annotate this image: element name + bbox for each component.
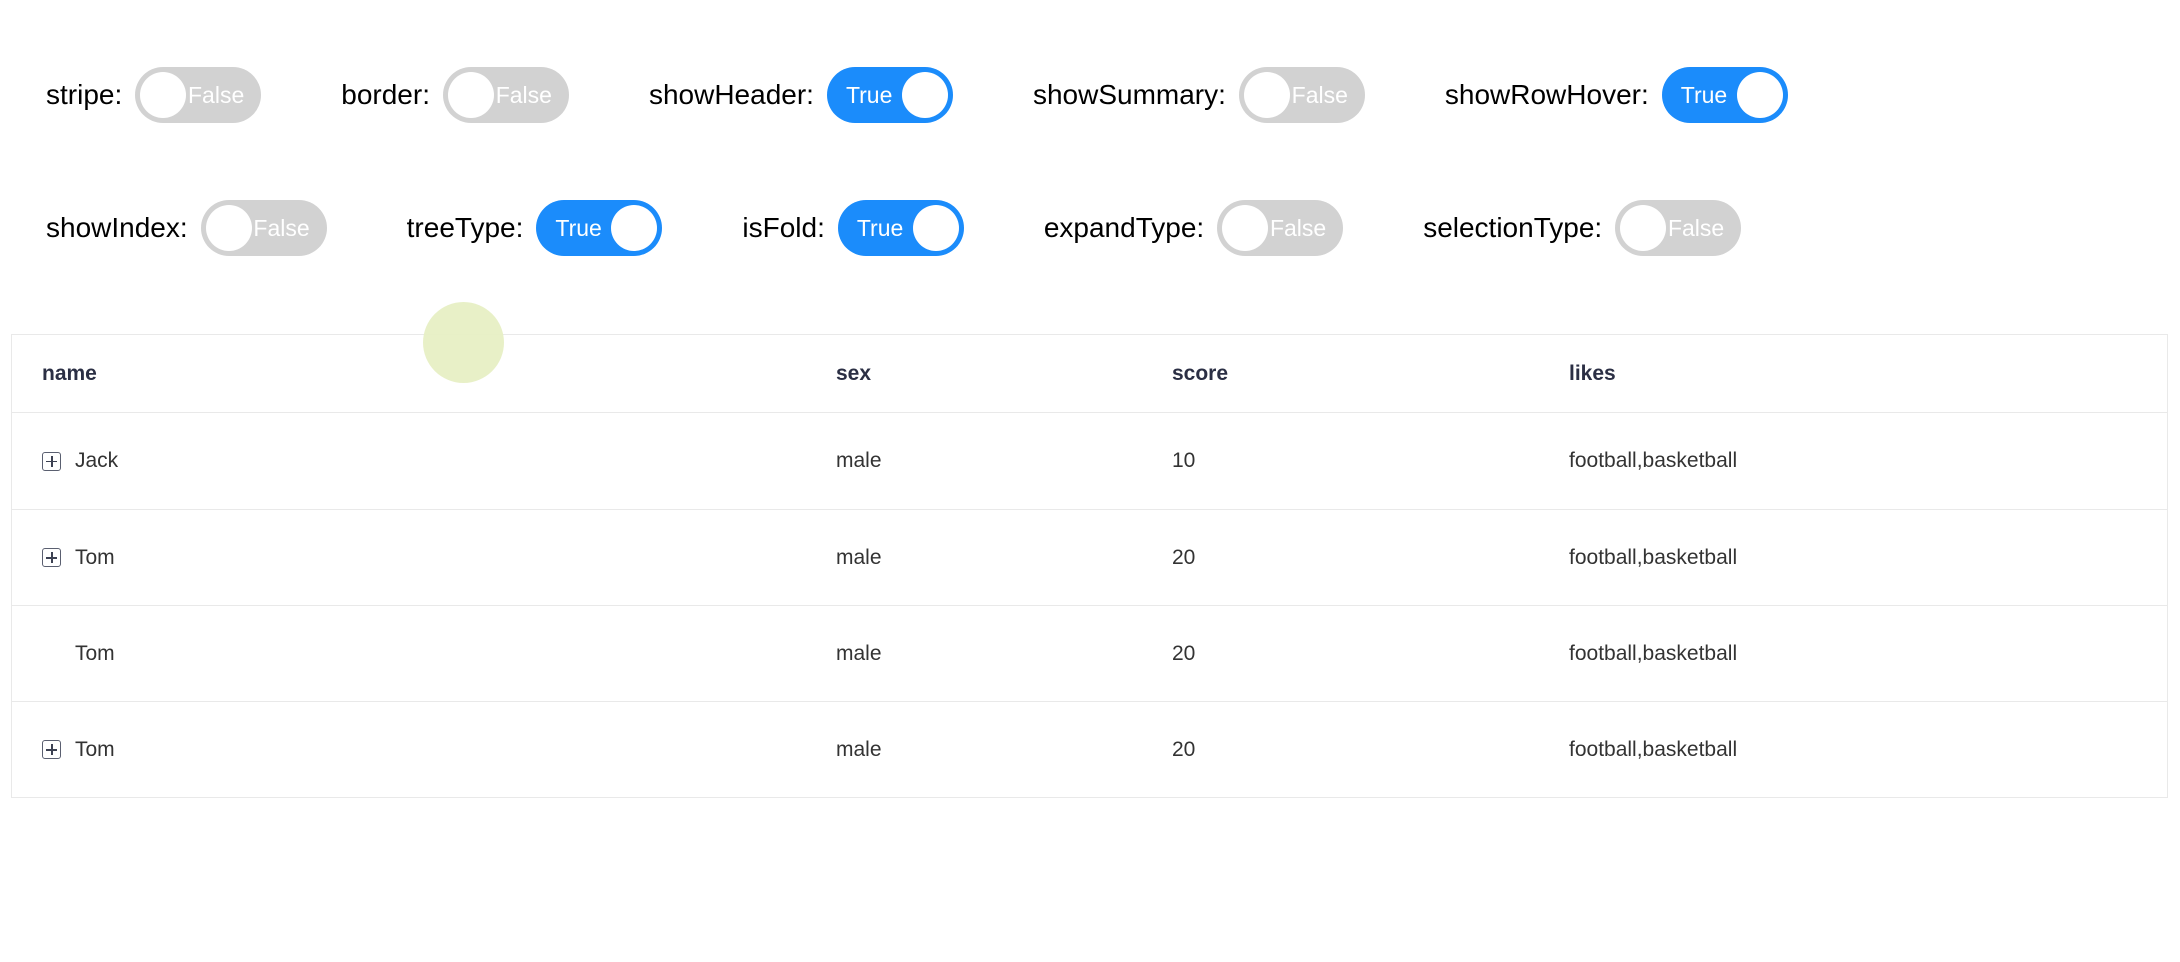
show-index-toggle[interactable]: False — [200, 200, 327, 256]
toggle-knob — [912, 205, 959, 251]
is-fold-label: isFold: — [742, 212, 825, 243]
table-header-row: name sex score likes — [12, 335, 2167, 413]
name-value: Tom — [75, 641, 115, 665]
toggle-value-label: True — [1680, 82, 1728, 108]
stripe-toggle[interactable]: False — [135, 67, 262, 123]
toggle-knob — [1736, 72, 1783, 118]
toggle-knob — [901, 72, 948, 118]
stripe-label: stripe: — [46, 79, 123, 110]
sex-cell: male — [836, 545, 882, 569]
table-row[interactable]: Tom male 20 football,basketball — [12, 701, 2167, 797]
expand-type-toggle[interactable]: False — [1217, 200, 1344, 256]
show-index-label: showIndex: — [46, 212, 188, 243]
sex-cell: male — [836, 641, 882, 665]
control-show-header: showHeader: True — [649, 67, 953, 123]
control-show-row-hover: showRowHover: True — [1445, 67, 1788, 123]
sex-cell: male — [836, 449, 882, 472]
score-cell: 10 — [1172, 449, 1196, 472]
control-is-fold: isFold: True — [742, 200, 964, 256]
controls-row-2: showIndex: False treeType: True isFold: … — [46, 200, 1742, 256]
toggle-knob — [447, 72, 494, 118]
column-header-name[interactable]: name — [42, 361, 97, 385]
name-cell: Tom — [12, 546, 836, 570]
toggle-value-label: False — [1269, 215, 1327, 241]
sex-cell: male — [836, 737, 882, 761]
toggle-value-label: False — [495, 82, 552, 108]
name-value: Tom — [75, 545, 115, 569]
expand-plus-icon[interactable] — [42, 548, 61, 567]
toggle-value-label: False — [1291, 82, 1348, 108]
show-header-toggle[interactable]: True — [826, 67, 953, 123]
likes-cell: football,basketball — [1569, 737, 1738, 761]
expand-plus-icon[interactable] — [42, 451, 61, 471]
score-cell: 20 — [1172, 641, 1196, 665]
column-header-score[interactable]: score — [1172, 361, 1229, 385]
show-summary-toggle[interactable]: False — [1238, 67, 1365, 123]
toggle-knob — [205, 205, 252, 251]
name-value: Tom — [75, 737, 115, 761]
show-row-hover-label: showRowHover: — [1444, 79, 1649, 110]
table-row[interactable]: Tom male 20 football,basketball — [12, 605, 2167, 701]
border-label: border: — [341, 79, 430, 110]
name-cell: Tom — [12, 738, 836, 762]
toggle-value-label: True — [856, 215, 904, 241]
show-row-hover-toggle[interactable]: True — [1661, 67, 1788, 123]
toggle-value-label: False — [188, 82, 245, 108]
table-row[interactable]: Tom male 20 football,basketball — [12, 509, 2167, 605]
name-cell: Tom — [12, 642, 836, 666]
toggle-knob — [1222, 205, 1269, 251]
likes-cell: football,basketball — [1569, 641, 1738, 665]
selection-type-label: selectionType: — [1423, 212, 1603, 243]
score-cell: 20 — [1172, 737, 1196, 761]
data-table: name sex score likes Jack male 10 footba… — [11, 334, 2168, 798]
is-fold-toggle[interactable]: True — [837, 200, 964, 256]
toggle-value-label: True — [845, 82, 893, 108]
name-value: Jack — [75, 449, 119, 472]
toggle-knob — [140, 72, 187, 118]
likes-cell: football,basketball — [1569, 449, 1738, 472]
name-cell: Jack — [12, 449, 836, 473]
toggle-value-label: True — [555, 215, 602, 241]
show-header-label: showHeader: — [648, 79, 814, 110]
expand-plus-icon[interactable] — [42, 740, 61, 759]
toggle-knob — [1243, 72, 1290, 118]
toggle-knob — [1620, 205, 1667, 251]
column-header-sex[interactable]: sex — [836, 361, 872, 385]
toggle-value-label: False — [253, 215, 310, 241]
tree-type-label: treeType: — [406, 212, 524, 243]
control-border: border: False — [341, 67, 569, 123]
control-show-index: showIndex: False — [46, 200, 327, 256]
toggle-value-label: False — [1667, 215, 1725, 241]
control-expand-type: expandType: False — [1043, 200, 1344, 256]
controls-row-1: stripe: False border: False showHeader: … — [46, 67, 1788, 123]
likes-cell: football,basketball — [1569, 545, 1738, 569]
toggle-knob — [611, 205, 658, 251]
control-show-summary: showSummary: False — [1033, 67, 1365, 123]
control-selection-type: selectionType: False — [1423, 200, 1742, 256]
expand-type-label: expandType: — [1043, 212, 1205, 243]
control-tree-type: treeType: True — [407, 200, 663, 256]
table-row[interactable]: Jack male 10 football,basketball — [12, 413, 2167, 509]
score-cell: 20 — [1172, 545, 1196, 569]
control-stripe: stripe: False — [46, 67, 262, 123]
selection-type-toggle[interactable]: False — [1615, 200, 1742, 256]
border-toggle[interactable]: False — [442, 67, 569, 123]
column-header-likes[interactable]: likes — [1569, 361, 1616, 385]
show-summary-label: showSummary: — [1032, 79, 1226, 110]
tree-type-toggle[interactable]: True — [536, 200, 663, 256]
